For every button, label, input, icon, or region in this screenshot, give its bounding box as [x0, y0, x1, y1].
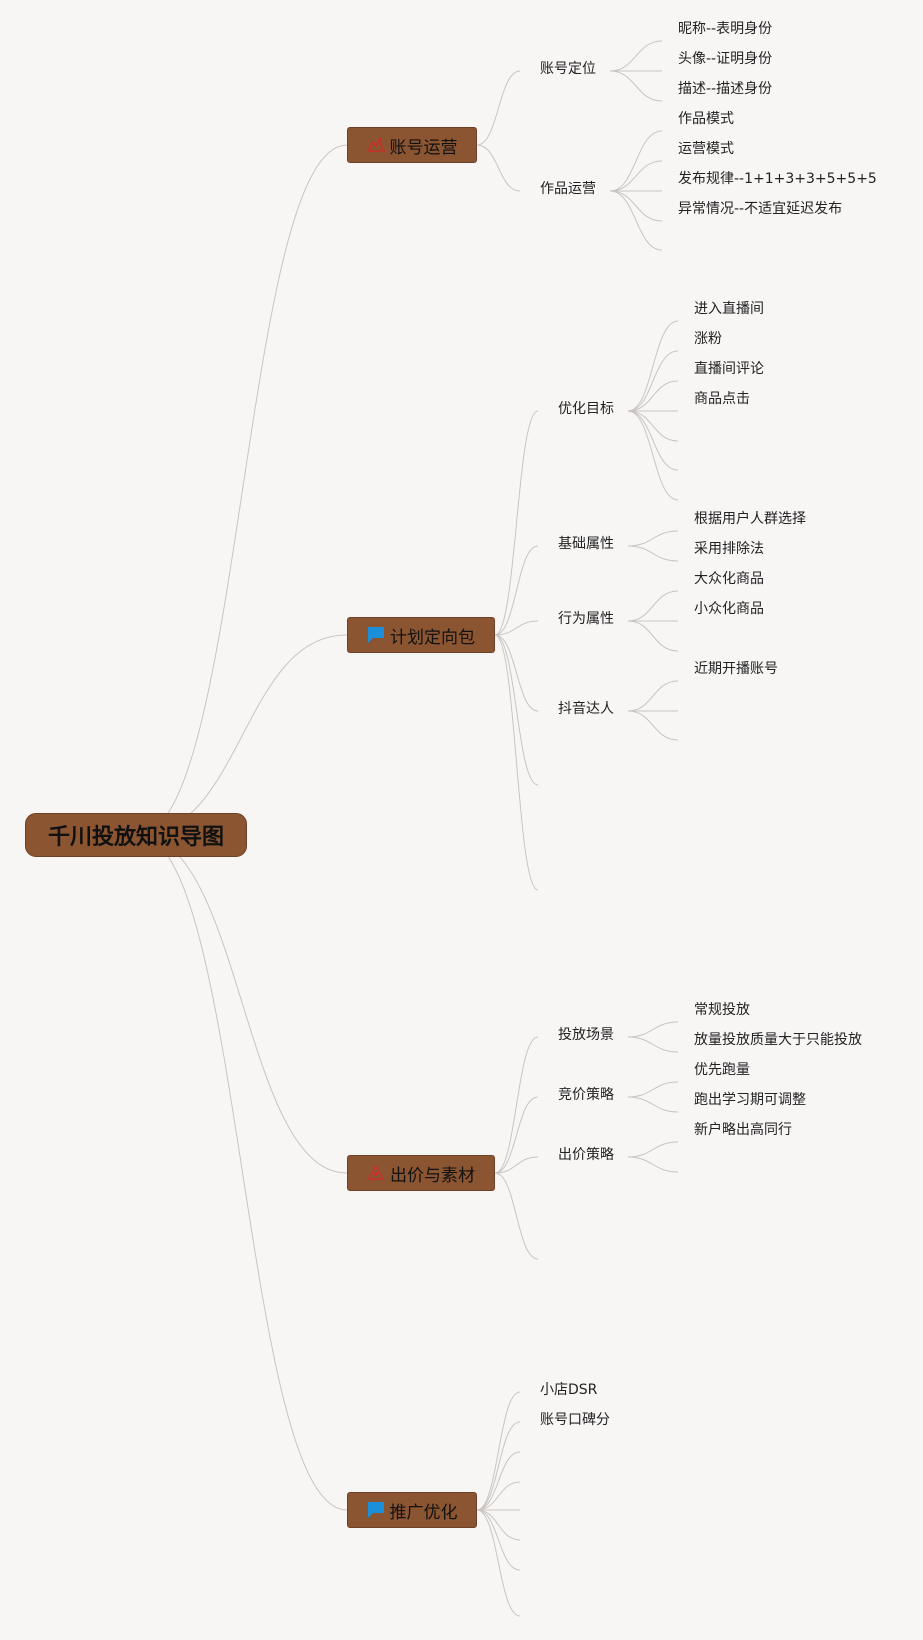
connector-child-1-1-leaf-0 — [627, 530, 679, 547]
root-node[interactable]: 千川投放知识导图 — [25, 813, 247, 857]
connector-branch-2-child-1 — [494, 1096, 539, 1174]
connector-child-0-1-leaf-4 — [609, 190, 663, 251]
leaf-node: 商品点击 — [694, 391, 750, 407]
connector-branch-1-child-0 — [494, 410, 539, 636]
leaf-node: 作品模式 — [678, 111, 734, 127]
leaf-node: 常规投放 — [694, 1002, 750, 1018]
connector-child-2-2-leaf-0 — [627, 1141, 679, 1158]
flag-icon — [367, 626, 385, 644]
child-node: 竞价策略 — [558, 1087, 614, 1103]
leaf-node: 描述--描述身份 — [678, 81, 773, 97]
leaf-node: 运营模式 — [678, 141, 734, 157]
leaf-node: 发布规律--1+1+3+3+5+5+5 — [678, 171, 877, 187]
connector-branch-0-child-0 — [476, 70, 521, 146]
connector-child-2-0-leaf-1 — [627, 1036, 679, 1053]
connector-child-1-0-leaf-5 — [627, 410, 679, 471]
connector-branch-1-child-4 — [494, 634, 539, 786]
connector-branch-3-child-5 — [476, 1509, 521, 1541]
connector-child-1-0-leaf-6 — [627, 410, 679, 501]
flag-icon — [367, 1501, 385, 1519]
leaf-node: 头像--证明身份 — [678, 51, 773, 67]
branch-node-label: 计划定向包 — [390, 627, 475, 648]
leaf-node: 大众化商品 — [694, 571, 764, 587]
leaf-node: 昵称--表明身份 — [678, 21, 773, 37]
connector-branch-1-child-5 — [494, 634, 539, 891]
connector-child-1-0-leaf-1 — [627, 350, 679, 412]
child-node: 账号口碑分 — [540, 1412, 610, 1428]
connector-child-2-2-leaf-1 — [627, 1156, 679, 1173]
child-node: 优化目标 — [558, 401, 614, 417]
leaf-node: 涨粉 — [694, 331, 722, 347]
connector-branch-3-child-0 — [476, 1391, 521, 1511]
connector-child-2-1-leaf-1 — [627, 1096, 679, 1113]
branch-node-label: 推广优化 — [389, 1502, 458, 1523]
leaf-node: 异常情况--不适宜延迟发布 — [678, 201, 843, 217]
connector-child-0-1-leaf-1 — [609, 160, 663, 192]
child-node: 小店DSR — [540, 1382, 598, 1398]
connector-child-1-2-leaf-0 — [627, 590, 679, 622]
connector-child-2-1-leaf-0 — [627, 1081, 679, 1098]
leaf-node: 直播间评论 — [694, 361, 764, 377]
connector-child-1-1-leaf-1 — [627, 545, 679, 562]
branch-node-label: 账号运营 — [389, 137, 458, 158]
branch-node-2[interactable]: 出价与素材 — [347, 1155, 495, 1191]
connector-child-1-3-leaf-2 — [627, 710, 679, 741]
connector-branch-3-child-7 — [476, 1509, 521, 1617]
leaf-node: 新户略出高同行 — [694, 1122, 792, 1138]
connector-branch-3-child-2 — [476, 1451, 521, 1511]
branch-node-0[interactable]: 账号运营 — [347, 127, 477, 163]
connector-child-0-0-leaf-0 — [609, 40, 663, 72]
connector-root-branch-1 — [137, 634, 348, 836]
child-node: 行为属性 — [558, 611, 614, 627]
child-node: 投放场景 — [558, 1027, 614, 1043]
connector-branch-2-child-3 — [494, 1172, 539, 1260]
connector-child-0-1-leaf-0 — [609, 130, 663, 192]
connector-branch-1-child-1 — [494, 545, 539, 636]
triangle-icon — [367, 1164, 385, 1182]
leaf-node: 放量投放质量大于只能投放 — [694, 1032, 862, 1048]
connector-child-0-1-leaf-3 — [609, 190, 663, 222]
connector-child-1-0-leaf-4 — [627, 410, 679, 442]
leaf-node: 根据用户人群选择 — [694, 511, 806, 527]
leaf-node: 近期开播账号 — [694, 661, 778, 677]
mountain-icon — [366, 136, 385, 154]
connector-branch-3-child-6 — [476, 1509, 521, 1571]
connector-branch-1-child-3 — [494, 634, 539, 712]
branch-node-1[interactable]: 计划定向包 — [347, 617, 495, 653]
root-node-label: 千川投放知识导图 — [47, 825, 224, 850]
child-node: 基础属性 — [558, 536, 614, 552]
branch-node-label: 出价与素材 — [390, 1165, 475, 1186]
connector-branch-3-child-1 — [476, 1421, 521, 1511]
leaf-node: 采用排除法 — [694, 541, 764, 557]
child-node: 作品运营 — [540, 181, 596, 197]
child-node: 账号定位 — [540, 61, 596, 77]
connector-branch-2-child-0 — [494, 1036, 539, 1174]
leaf-node: 跑出学习期可调整 — [694, 1092, 806, 1108]
connector-root-branch-3 — [137, 834, 348, 1511]
connector-branch-3-child-3 — [476, 1481, 521, 1511]
connector-child-1-0-leaf-2 — [627, 380, 679, 412]
leaf-node: 进入直播间 — [694, 301, 764, 317]
connector-child-1-3-leaf-0 — [627, 680, 679, 712]
connector-child-1-0-leaf-0 — [627, 320, 679, 412]
leaf-node: 小众化商品 — [694, 601, 764, 617]
connector-root-branch-0 — [137, 144, 348, 836]
child-node: 出价策略 — [558, 1147, 614, 1163]
connector-branch-0-child-1 — [476, 144, 521, 192]
connector-child-2-0-leaf-0 — [627, 1021, 679, 1038]
connector-branch-2-child-2 — [494, 1156, 539, 1174]
child-node: 抖音达人 — [558, 701, 614, 717]
connector-branch-1-child-2 — [494, 620, 539, 636]
leaf-node: 优先跑量 — [694, 1062, 750, 1078]
branch-node-3[interactable]: 推广优化 — [347, 1492, 477, 1528]
connector-child-0-0-leaf-2 — [609, 70, 663, 102]
connector-root-branch-2 — [137, 834, 348, 1174]
connector-child-1-2-leaf-2 — [627, 620, 679, 652]
